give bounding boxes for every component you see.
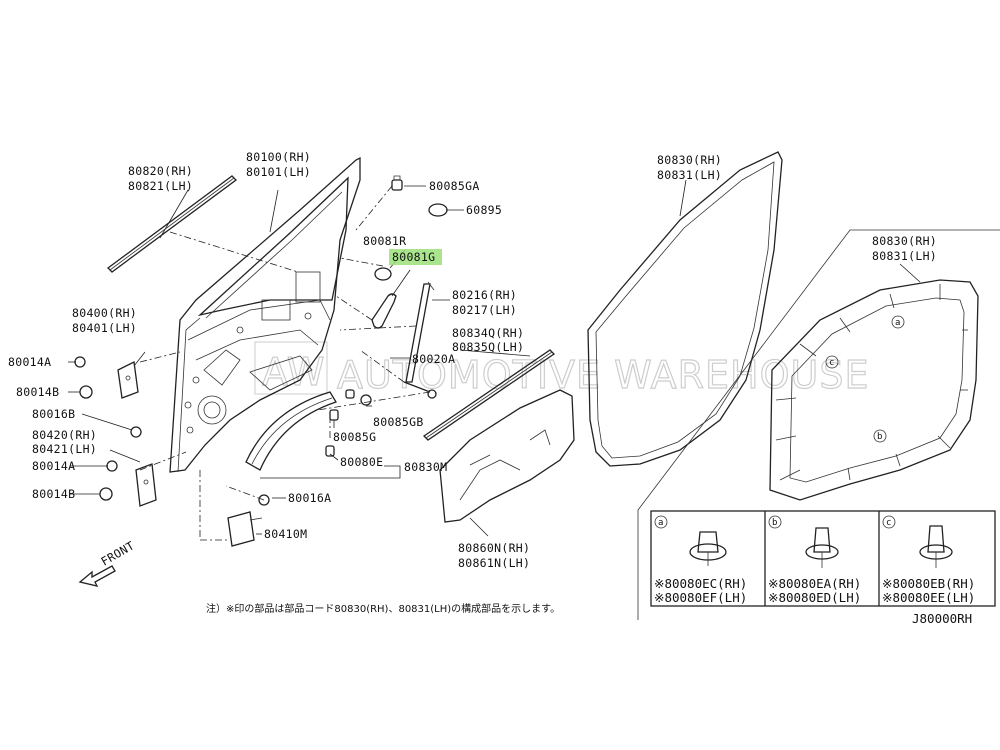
inset-marker-b: b (877, 432, 882, 442)
label-80216[interactable]: 80216(RH) (452, 288, 517, 302)
clip-c-marker-icon (882, 515, 896, 529)
part-80834Q-weatherstrip[interactable] (422, 349, 556, 441)
label-80830-top[interactable]: 80830(RH) (657, 153, 722, 167)
clip-a-marker-icon (654, 515, 668, 529)
label-80016A[interactable]: 80016A (288, 491, 331, 505)
inset-marker-c-icon (825, 355, 839, 369)
diagram-code: J80000RH (912, 611, 972, 626)
clip-b-letter: b (772, 518, 777, 528)
part-60895-plug[interactable] (428, 203, 448, 217)
clip-cell-a[interactable]: a ※80080EC(RH) ※80080EF(LH) (654, 515, 747, 605)
clip-b-code-rh: ※80080EA(RH) (768, 576, 861, 591)
inset-frame (637, 229, 1000, 620)
part-80830-weatherstrip[interactable] (587, 151, 783, 467)
part-80100-door-shell[interactable] (169, 156, 361, 473)
label-80085G[interactable]: 80085G (333, 430, 376, 444)
leader-lines (68, 179, 921, 537)
part-80410M-door-check[interactable] (227, 511, 263, 547)
part-80014B-bolt-lower[interactable] (99, 487, 113, 501)
label-80217[interactable]: 80217(LH) (452, 303, 517, 317)
label-80835Q[interactable]: 80835Q(LH) (452, 340, 524, 354)
clip-c-letter: c (886, 518, 891, 528)
clip-a-letter: a (658, 518, 663, 528)
inset-marker-c: c (829, 358, 834, 368)
clip-a-icon (689, 531, 727, 566)
label-80420[interactable]: 80420(RH) (32, 428, 97, 442)
inset-marker-b-icon (873, 429, 887, 443)
label-80080E[interactable]: 80080E (340, 455, 383, 469)
watermark: AW AUTOMOTIVE WAREHOUSE (254, 341, 869, 398)
part-80080E-clip[interactable] (325, 445, 335, 457)
clip-cell-b[interactable]: b ※80080EA(RH) ※80080ED(LH) (768, 515, 861, 605)
label-80014B-lower[interactable]: 80014B (32, 487, 75, 501)
label-80820[interactable]: 80820(RH) (128, 164, 193, 178)
label-80081R[interactable]: 80081R (363, 234, 406, 248)
label-80014B-upper[interactable]: 80014B (16, 385, 59, 399)
label-80421[interactable]: 80421(LH) (32, 442, 97, 456)
part-80085GB-clip[interactable] (345, 389, 372, 406)
label-80014A-upper[interactable]: 80014A (8, 355, 51, 369)
label-80085GA[interactable]: 80085GA (429, 179, 480, 193)
label-60895[interactable]: 60895 (466, 203, 502, 217)
part-80081G-seal[interactable] (371, 293, 397, 329)
label-80831-inset[interactable]: 80831(LH) (872, 249, 937, 263)
watermark-logo: AW (262, 350, 326, 394)
front-direction: FRONT (78, 538, 137, 587)
label-80020A[interactable]: 80020A (412, 352, 455, 366)
label-80821[interactable]: 80821(LH) (128, 179, 193, 193)
label-80861N[interactable]: 80861N(LH) (458, 556, 530, 570)
clip-c-code-lh: ※80080EE(LH) (882, 590, 975, 605)
label-80101[interactable]: 80101(LH) (246, 165, 311, 179)
part-80830M-arch[interactable] (245, 391, 337, 471)
highlight-80081G (389, 249, 442, 265)
part-80085GA-grommet[interactable] (391, 175, 403, 191)
part-80860N-sealing-screen[interactable] (439, 389, 575, 523)
part-80820-moulding[interactable] (107, 175, 237, 273)
part-labels: 80820(RH) 80821(LH) 80100(RH) 80101(LH) … (8, 150, 937, 570)
front-arrow-icon (78, 565, 116, 587)
label-80831-top[interactable]: 80831(LH) (657, 168, 722, 182)
part-80085G-clip[interactable] (329, 409, 339, 421)
clip-cell-c[interactable]: c ※80080EB(RH) ※80080EE(LH) (882, 515, 975, 605)
label-80081G[interactable]: 80081G (392, 250, 435, 264)
front-label: FRONT (99, 538, 137, 568)
clip-b-marker-icon (768, 515, 782, 529)
clip-c-code-rh: ※80080EB(RH) (882, 576, 975, 591)
part-80081R-seal[interactable] (374, 267, 392, 281)
part-80016B-bolt[interactable] (130, 426, 142, 438)
inset-marker-a: a (895, 318, 900, 328)
clip-b-code-lh: ※80080ED(LH) (768, 590, 861, 605)
part-80830-inset-weatherstrip[interactable] (769, 279, 979, 501)
part-80020A-bolt[interactable] (403, 381, 437, 399)
inset-marker-a-icon (891, 315, 905, 329)
part-80400-upper-hinge[interactable] (117, 361, 139, 399)
clip-detail-table: a ※80080EC(RH) ※80080EF(LH) b ※80080EA(R… (650, 510, 996, 607)
part-80016A-bolt[interactable] (258, 494, 270, 506)
label-80830M[interactable]: 80830M (404, 460, 447, 474)
label-80014A-lower[interactable]: 80014A (32, 459, 75, 473)
label-80100[interactable]: 80100(RH) (246, 150, 311, 164)
label-80834Q[interactable]: 80834Q(RH) (452, 326, 524, 340)
part-80014B-bolt-upper[interactable] (79, 385, 93, 399)
label-80016B[interactable]: 80016B (32, 407, 75, 421)
clip-c-icon (919, 525, 953, 568)
footnote: 注）※印の部品は部品コード80830(RH)、80831(LH)の構成部品を示し… (206, 602, 560, 615)
label-80860N[interactable]: 80860N(RH) (458, 541, 530, 555)
label-80085GB[interactable]: 80085GB (373, 415, 424, 429)
part-80014A-bolt-lower[interactable] (106, 460, 118, 472)
part-80216-sash[interactable] (405, 281, 435, 383)
part-80420-lower-hinge[interactable] (135, 463, 157, 507)
label-80400[interactable]: 80400(RH) (72, 306, 137, 320)
clip-a-code-rh: ※80080EC(RH) (654, 576, 747, 591)
clip-a-code-lh: ※80080EF(LH) (654, 590, 747, 605)
part-80014A-bolt-upper[interactable] (74, 356, 86, 368)
assembly-lines (139, 185, 431, 541)
label-80830-inset[interactable]: 80830(RH) (872, 234, 937, 248)
label-80410M[interactable]: 80410M (264, 527, 307, 541)
label-80401[interactable]: 80401(LH) (72, 321, 137, 335)
clip-b-icon (805, 527, 839, 568)
